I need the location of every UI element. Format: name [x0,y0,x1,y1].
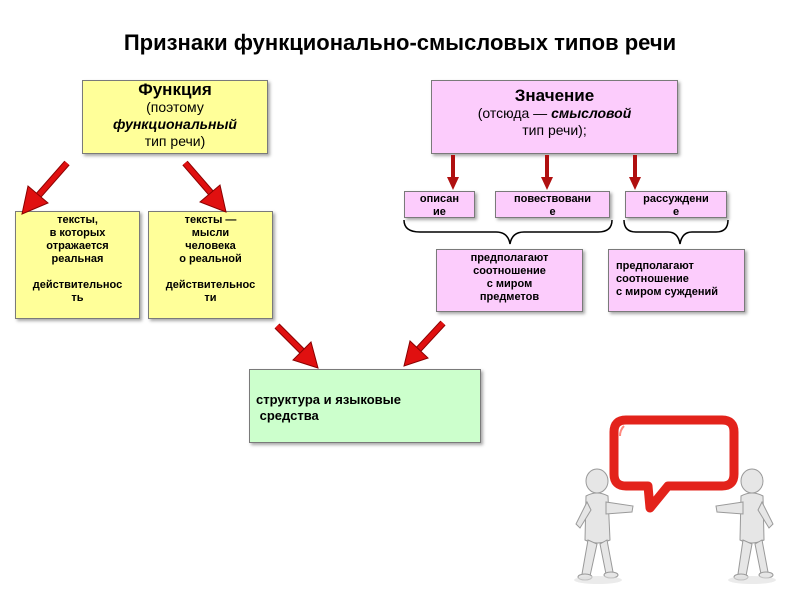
structure-line-1: структура и языковые [256,392,401,407]
texts-box-2-line: мысли [191,227,230,239]
type-description-line: описан [419,193,460,205]
type-reasoning-line: е [672,206,680,218]
page-title: Признаки функционально-смысловых типов р… [123,30,677,55]
function-line-1: (поэтому [146,99,204,115]
type-reasoning-box: рассуждени е [625,191,727,218]
texts-box-2-line: ти [204,292,217,304]
texts-box-1-line: действительнос [32,279,123,291]
function-heading: Функция [138,80,212,99]
relation-2-line: предполагают [616,260,694,272]
relation-1-line: предметов [479,291,540,303]
texts-box-1-line: реальная [51,253,104,265]
relation-judgements-box: предполагают соотношение с миром суждени… [608,249,745,312]
texts-box-1-line: ть [71,292,84,304]
relation-1-line: соотношение [473,265,546,277]
texts-box-2-line: тексты — [184,214,237,226]
relation-2-line: с миром суждений [616,286,718,298]
meaning-line-2: тип речи); [522,122,587,138]
right-person-figure [715,468,774,581]
type-narration-box: повествовани е [495,191,610,218]
arrow-to-reasoning [629,155,641,190]
type-narration-line: е [549,206,556,218]
relation-2-line: соотношение [616,273,689,285]
type-reasoning-line: рассуждени [643,193,709,205]
brace-right [623,219,729,245]
arrow-to-texts-1 [21,160,70,215]
texts-box-2-line: о реальной [179,253,242,265]
texts-box-thoughts: тексты — мысли человека о реальной дейст… [148,211,273,319]
type-description-box: описан ие [404,191,475,218]
meaning-heading: Значение [514,86,595,105]
arrow-to-description [447,155,459,190]
arrow-to-texts-2 [182,160,227,213]
function-line-3: тип речи) [144,133,206,149]
texts-box-2-line: человека [185,240,236,252]
two-people-talking-speech-bubble-icon [574,415,776,584]
brace-left [403,219,613,245]
texts-box-reality: тексты, в которых отражается реальная де… [15,211,140,319]
relation-1-line: предполагают [470,252,549,264]
texts-box-1-line: в которых [49,227,106,239]
structure-line-2: средства [256,408,319,423]
texts-box-1-line: отражается [46,240,109,252]
function-box: Функция (поэтому функциональный тип речи… [82,80,268,154]
type-description-line: ие [433,206,446,218]
meaning-line-1: (отсюда — смысловой [432,105,677,122]
arrow-to-structure-left [274,323,319,369]
speech-bubble-icon [609,415,739,513]
arrow-to-structure-right [403,320,446,367]
type-narration-line: повествовани [514,193,591,205]
left-person-figure [575,468,634,581]
relation-1-line: с миром [486,278,533,290]
arrow-to-narration [541,155,553,190]
structure-box: структура и языковые средства [249,369,481,443]
meaning-line-1-emphasis: смысловой [551,105,632,121]
meaning-box: Значение (отсюда — смысловой тип речи); [431,80,678,154]
meaning-line-1-prefix: (отсюда — [477,105,552,121]
texts-box-2-line: действительнос [165,279,256,291]
relation-objects-box: предполагают соотношение с миром предмет… [436,249,583,312]
function-line-2: функциональный [113,116,237,132]
texts-box-1-line: тексты, [57,214,98,226]
